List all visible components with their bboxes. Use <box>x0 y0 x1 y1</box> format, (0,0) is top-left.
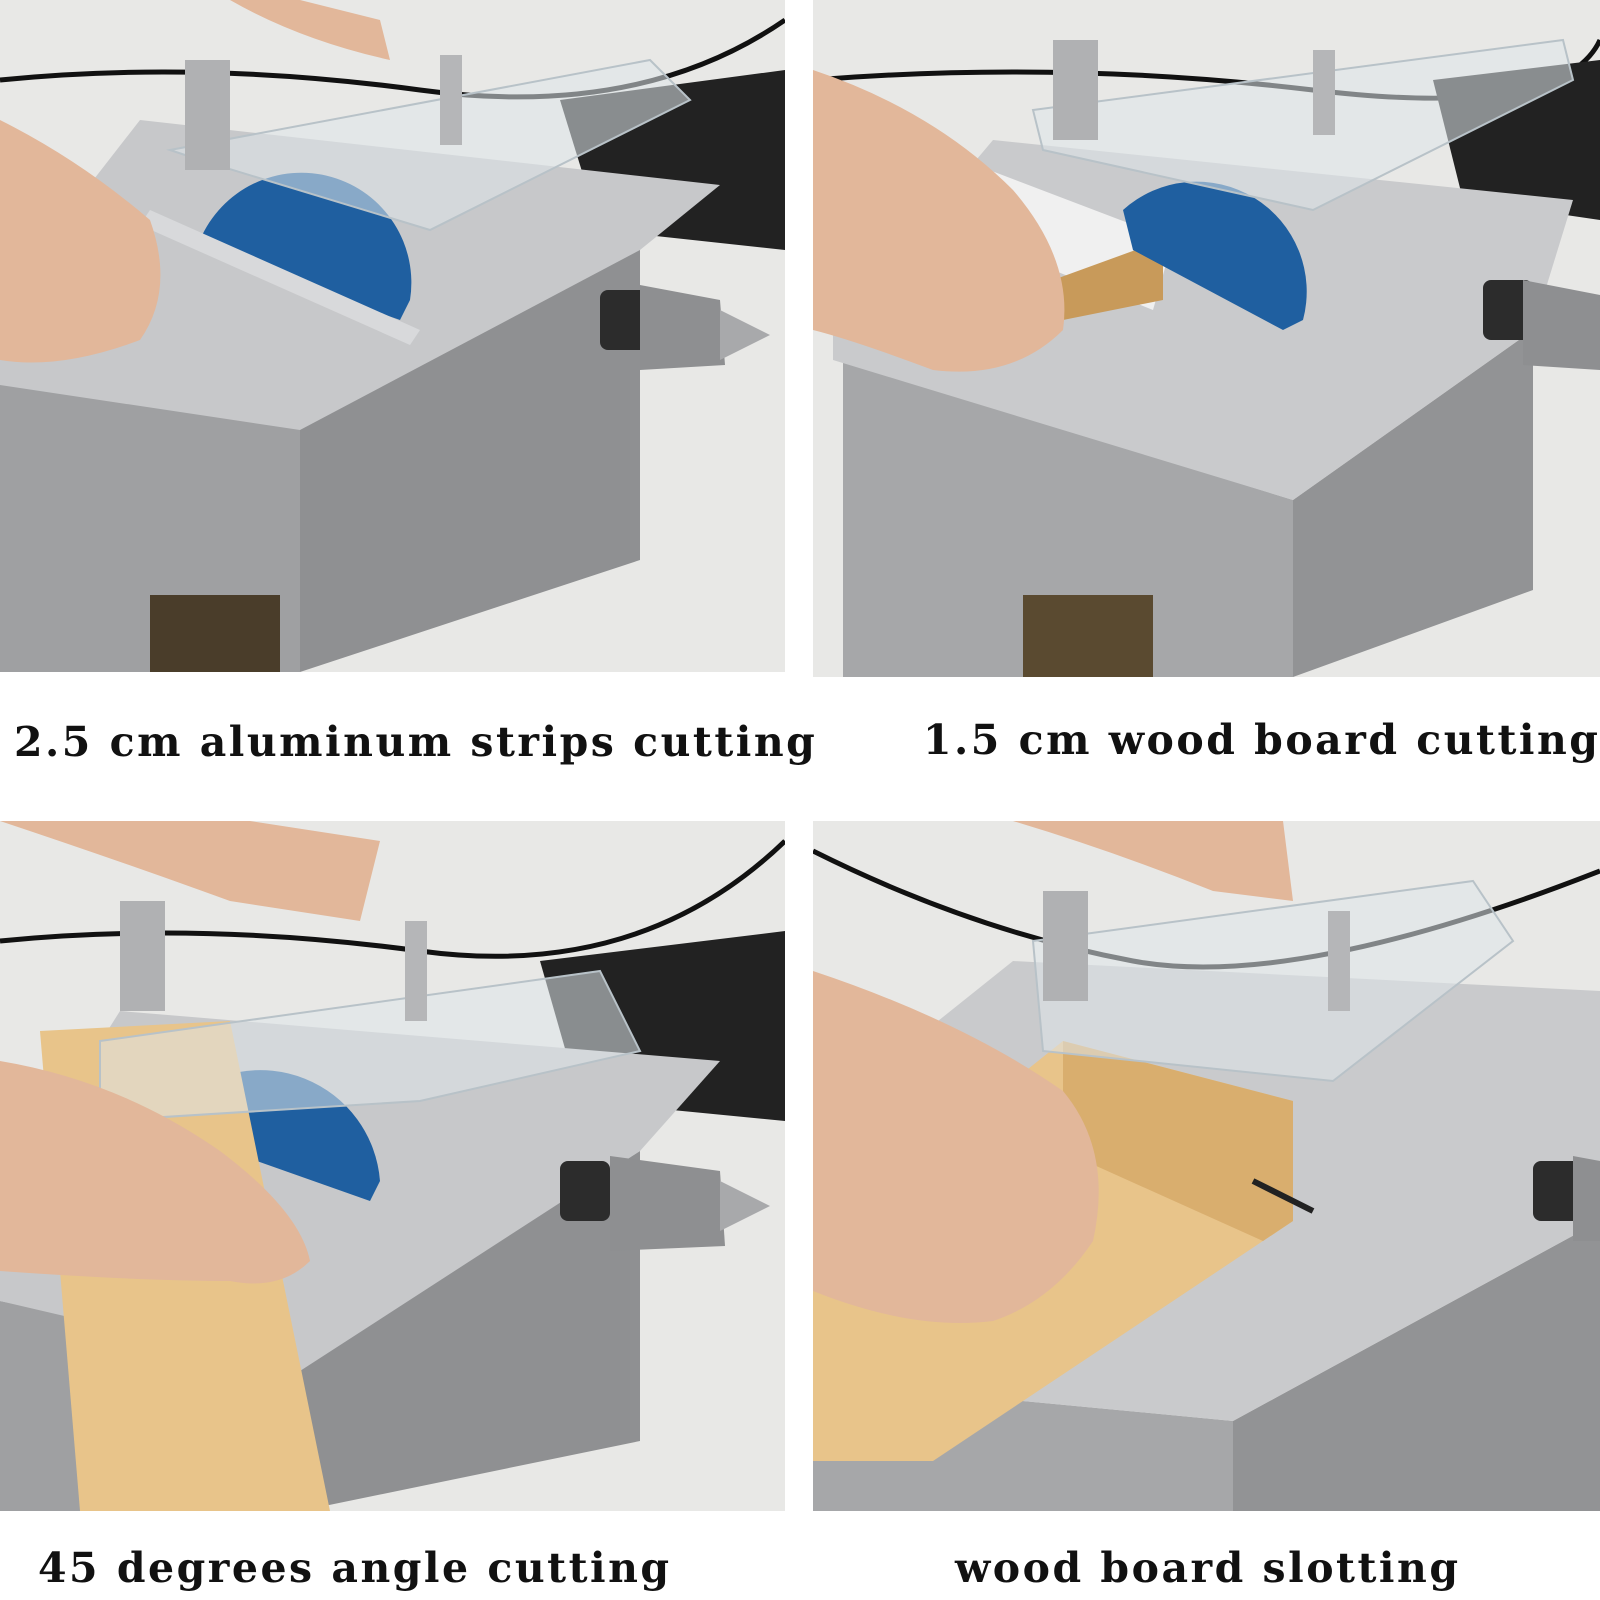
drill-chuck <box>560 1156 770 1251</box>
caption-wood-slotting: wood board slotting <box>955 1544 1461 1592</box>
mini-table-saw-photo <box>813 821 1600 1511</box>
mini-table-saw-photo <box>0 0 785 672</box>
mini-table-saw-photo <box>0 821 785 1511</box>
saw-body-side <box>1233 1221 1600 1511</box>
hand-top <box>230 0 390 60</box>
acrylic-guard-plate <box>1031 38 1575 212</box>
photo-45-degree-cutting <box>0 821 785 1511</box>
saw-blade <box>200 172 412 320</box>
saw-body-side <box>1293 330 1533 677</box>
photo-wood-board-cutting <box>813 0 1600 677</box>
drill-chuck <box>600 285 770 370</box>
fence-bracket <box>1053 40 1098 140</box>
wing-nut-post <box>440 55 462 145</box>
wing-nut-post <box>1313 50 1335 135</box>
aluminum-strip <box>140 210 420 345</box>
wood-block-end <box>1063 1041 1293 1241</box>
dust-opening <box>1023 595 1153 677</box>
caption-aluminum-strips: 2.5 cm aluminum strips cutting <box>14 718 818 766</box>
hand-top <box>0 821 380 921</box>
hand-top <box>1013 821 1293 901</box>
saw-body-side <box>300 1151 640 1511</box>
mini-table-saw-photo <box>813 0 1600 677</box>
caption-wood-board: 1.5 cm wood board cutting <box>923 716 1600 764</box>
wing-nut-post <box>405 921 427 1021</box>
wood-board-edge <box>1053 240 1163 320</box>
hand-lower <box>0 1061 310 1284</box>
caption-45-degrees: 45 degrees angle cutting <box>38 1544 672 1592</box>
drill-chuck <box>1483 280 1600 370</box>
saw-blade <box>1123 181 1307 330</box>
saw-body-side <box>300 240 640 672</box>
saw-body-front <box>843 360 1293 677</box>
drill-chuck <box>1533 1156 1600 1241</box>
hand-left <box>813 971 1099 1323</box>
fence-bracket <box>120 901 165 1011</box>
blade-slot <box>1251 1178 1315 1214</box>
acrylic-guard-plate <box>1031 879 1515 1083</box>
fence-bracket <box>185 60 230 170</box>
dust-opening <box>150 595 280 672</box>
photo-wood-board-slotting <box>813 821 1600 1511</box>
photo-aluminum-strip-cutting <box>0 0 785 672</box>
fence-bracket <box>1043 891 1088 1001</box>
hand-left <box>813 70 1065 372</box>
hand-left <box>0 120 161 363</box>
wing-nut-post <box>1328 911 1350 1011</box>
power-cord <box>0 17 785 100</box>
